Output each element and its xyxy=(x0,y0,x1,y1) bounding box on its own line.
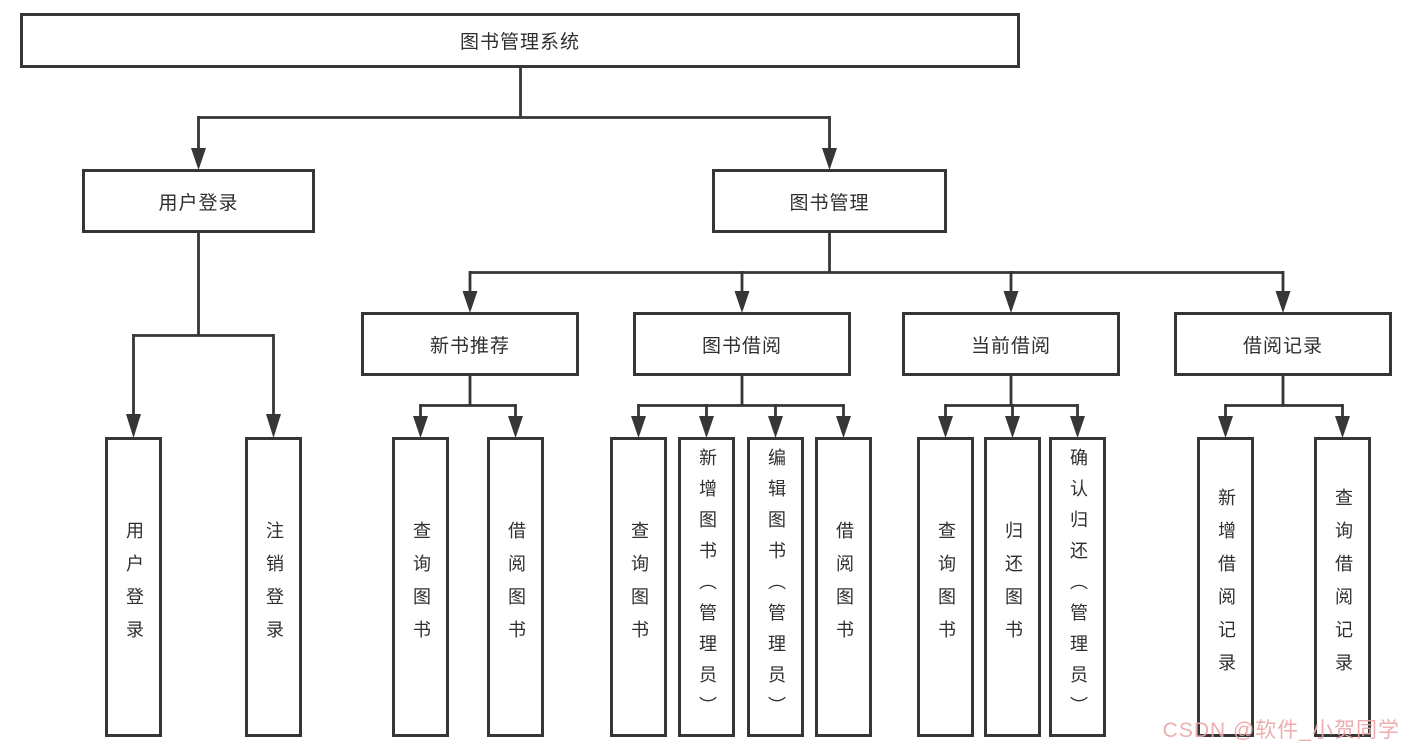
connector-line xyxy=(638,376,844,407)
node-book-management: 图书管理 xyxy=(712,169,947,233)
connector-login-branch xyxy=(126,233,281,438)
arrow-down-icon xyxy=(413,416,428,438)
connector-borrow-group xyxy=(631,376,851,438)
connector-current-group xyxy=(938,376,1085,438)
node-logout-action: 注销登录 xyxy=(245,437,302,737)
node-current-borrow: 当前借阅 xyxy=(902,312,1120,376)
arrow-down-icon xyxy=(822,148,837,170)
node-query-books-current: 查询图书 xyxy=(917,437,974,737)
node-borrow-books-action: 借阅图书 xyxy=(815,437,872,737)
arrow-down-icon xyxy=(191,148,206,170)
node-library-management-system: 图书管理系统 xyxy=(20,13,1020,68)
connector-line xyxy=(470,233,1283,274)
connector-line xyxy=(1225,376,1343,407)
arrow-down-icon xyxy=(508,416,523,438)
connector-management-to-modules xyxy=(462,233,1291,313)
arrow-down-icon xyxy=(1275,291,1291,313)
node-new-book-recommend: 新书推荐 xyxy=(361,312,579,376)
arrow-down-icon xyxy=(1335,416,1350,438)
connector-line xyxy=(420,376,516,407)
arrow-down-icon xyxy=(1005,416,1020,438)
node-edit-books-admin: 编辑图书（管理员） xyxy=(747,437,804,737)
node-query-books-borrow: 查询图书 xyxy=(610,437,667,737)
node-confirm-return-admin: 确认归还（管理员） xyxy=(1049,437,1106,737)
node-return-books: 归还图书 xyxy=(984,437,1041,737)
connector-line xyxy=(198,68,830,119)
node-borrow-records: 借阅记录 xyxy=(1174,312,1392,376)
node-borrow-books-recommend: 借阅图书 xyxy=(487,437,544,737)
node-user-login-action: 用户登录 xyxy=(105,437,162,737)
arrow-down-icon xyxy=(631,416,646,438)
arrow-down-icon xyxy=(126,414,141,438)
arrow-down-icon xyxy=(699,416,714,438)
arrow-down-icon xyxy=(266,414,281,438)
arrow-down-icon xyxy=(1218,416,1233,438)
connector-recommend-group xyxy=(413,376,523,438)
connector-line xyxy=(133,233,274,337)
connector-records-group xyxy=(1218,376,1350,438)
node-query-borrow-record: 查询借阅记录 xyxy=(1314,437,1371,737)
connector-line xyxy=(945,376,1078,407)
node-query-books-recommend: 查询图书 xyxy=(392,437,449,737)
arrow-down-icon xyxy=(768,416,783,438)
node-book-borrow: 图书借阅 xyxy=(633,312,851,376)
arrow-down-icon xyxy=(1070,416,1085,438)
csdn-watermark: CSDN @软件_小贺同学 xyxy=(1162,719,1400,742)
arrow-down-icon xyxy=(734,291,750,313)
arrow-down-icon xyxy=(1003,291,1019,313)
arrow-down-icon xyxy=(938,416,953,438)
node-add-books-admin: 新增图书（管理员） xyxy=(678,437,735,737)
node-add-borrow-record: 新增借阅记录 xyxy=(1197,437,1254,737)
node-user-login: 用户登录 xyxy=(82,169,315,233)
arrow-down-icon xyxy=(462,291,478,313)
connector-root-to-level2 xyxy=(191,68,837,170)
arrow-down-icon xyxy=(836,416,851,438)
